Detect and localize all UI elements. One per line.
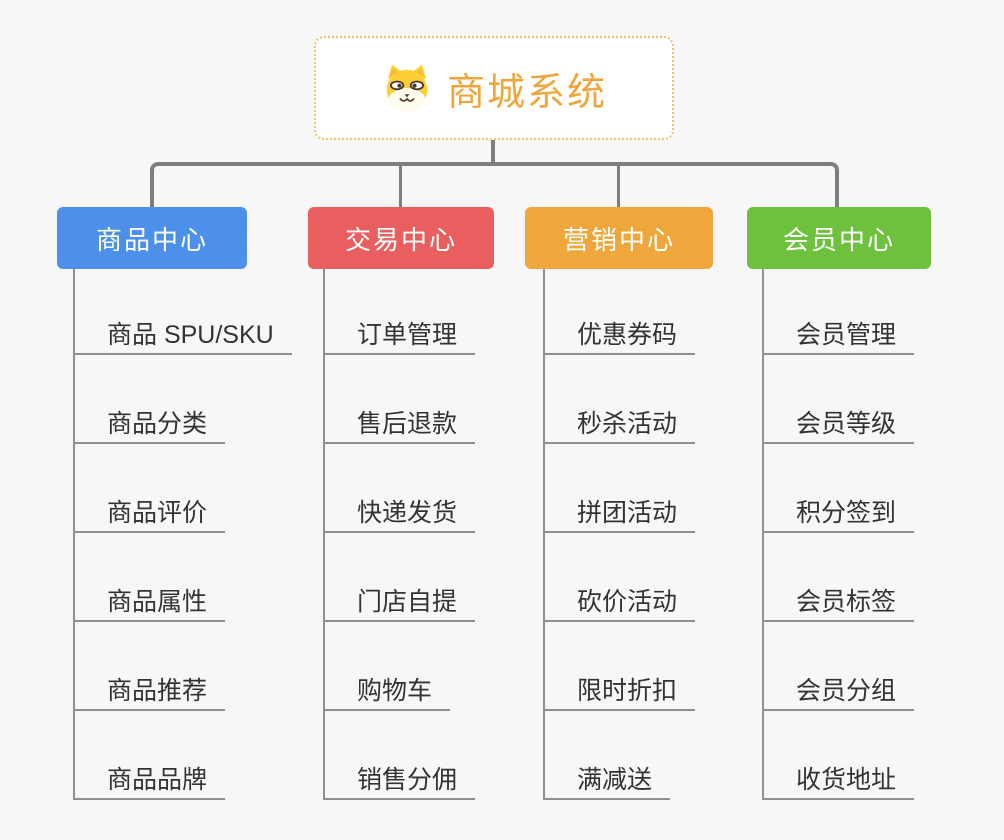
leaf-node[interactable]: 会员标签 <box>764 533 915 622</box>
leaf-label: 满减送 <box>577 766 653 795</box>
leaf-label: 优惠券码 <box>577 321 678 350</box>
leaf-node[interactable]: 商品分类 <box>75 355 226 444</box>
root-node[interactable]: 商城系统 <box>314 36 674 140</box>
leaf-node[interactable]: 售后退款 <box>325 355 476 444</box>
branch-children-member-center: 会员管理 会员等级 积分签到 会员标签 会员分组 收货地址 <box>762 266 915 800</box>
branch-bus-line <box>150 162 839 207</box>
leaf-node[interactable]: 快递发货 <box>325 444 476 533</box>
leaf-node[interactable]: 积分签到 <box>764 444 915 533</box>
root-connector-line <box>491 139 495 165</box>
leaf-node[interactable]: 商品评价 <box>75 444 226 533</box>
leaf-label: 售后退款 <box>357 410 458 439</box>
leaf-node[interactable]: 商品属性 <box>75 533 226 622</box>
leaf-label: 收货地址 <box>796 766 897 795</box>
branch-children-product-center: 商品 SPU/SKU 商品分类 商品评价 商品属性 商品推荐 商品品牌 <box>73 266 292 800</box>
leaf-label: 商品属性 <box>107 588 208 617</box>
leaf-label: 砍价活动 <box>577 588 678 617</box>
branch-label: 会员中心 <box>782 224 895 255</box>
branch-children-marketing-center: 优惠券码 秒杀活动 拼团活动 砍价活动 限时折扣 满减送 <box>543 266 696 800</box>
dog-face-icon <box>381 62 433 114</box>
leaf-node[interactable]: 会员管理 <box>764 266 915 355</box>
branch-node-marketing-center[interactable]: 营销中心 <box>525 207 713 269</box>
leaf-label: 会员分组 <box>796 677 897 706</box>
leaf-node[interactable]: 优惠券码 <box>545 266 696 355</box>
leaf-label: 销售分佣 <box>357 766 458 795</box>
leaf-label: 购物车 <box>357 677 433 706</box>
branch-children-trade-center: 订单管理 售后退款 快递发货 门店自提 购物车 销售分佣 <box>323 266 476 800</box>
leaf-label: 会员标签 <box>796 588 897 617</box>
branch-node-product-center[interactable]: 商品中心 <box>57 207 247 269</box>
leaf-node[interactable]: 购物车 <box>325 622 451 711</box>
leaf-node[interactable]: 销售分佣 <box>325 711 476 800</box>
leaf-node[interactable]: 商品品牌 <box>75 711 226 800</box>
leaf-label: 拼团活动 <box>577 499 678 528</box>
leaf-label: 快递发货 <box>357 499 458 528</box>
leaf-label: 商品 SPU/SKU <box>107 321 274 350</box>
leaf-label: 商品品牌 <box>107 766 208 795</box>
leaf-node[interactable]: 砍价活动 <box>545 533 696 622</box>
branch-label: 交易中心 <box>344 224 457 255</box>
branch-label: 商品中心 <box>95 224 208 255</box>
leaf-label: 商品推荐 <box>107 677 208 706</box>
leaf-node[interactable]: 会员分组 <box>764 622 915 711</box>
leaf-node[interactable]: 订单管理 <box>325 266 476 355</box>
leaf-label: 商品评价 <box>107 499 208 528</box>
leaf-label: 会员管理 <box>796 321 897 350</box>
leaf-node[interactable]: 商品 SPU/SKU <box>75 266 292 355</box>
leaf-node[interactable]: 拼团活动 <box>545 444 696 533</box>
leaf-node[interactable]: 满减送 <box>545 711 671 800</box>
leaf-label: 秒杀活动 <box>577 410 678 439</box>
branch-drop-line <box>399 165 402 207</box>
leaf-node[interactable]: 收货地址 <box>764 711 915 800</box>
leaf-node[interactable]: 限时折扣 <box>545 622 696 711</box>
leaf-label: 商品分类 <box>107 410 208 439</box>
branch-node-trade-center[interactable]: 交易中心 <box>308 207 494 269</box>
leaf-node[interactable]: 门店自提 <box>325 533 476 622</box>
branch-label: 营销中心 <box>562 224 675 255</box>
branch-node-member-center[interactable]: 会员中心 <box>747 207 931 269</box>
leaf-node[interactable]: 秒杀活动 <box>545 355 696 444</box>
leaf-node[interactable]: 会员等级 <box>764 355 915 444</box>
leaf-label: 订单管理 <box>357 321 458 350</box>
leaf-label: 门店自提 <box>357 588 458 617</box>
leaf-label: 积分签到 <box>796 499 897 528</box>
leaf-node[interactable]: 商品推荐 <box>75 622 226 711</box>
leaf-label: 限时折扣 <box>577 677 678 706</box>
branch-drop-line <box>617 165 620 207</box>
root-title: 商城系统 <box>446 71 607 114</box>
leaf-label: 会员等级 <box>796 410 897 439</box>
